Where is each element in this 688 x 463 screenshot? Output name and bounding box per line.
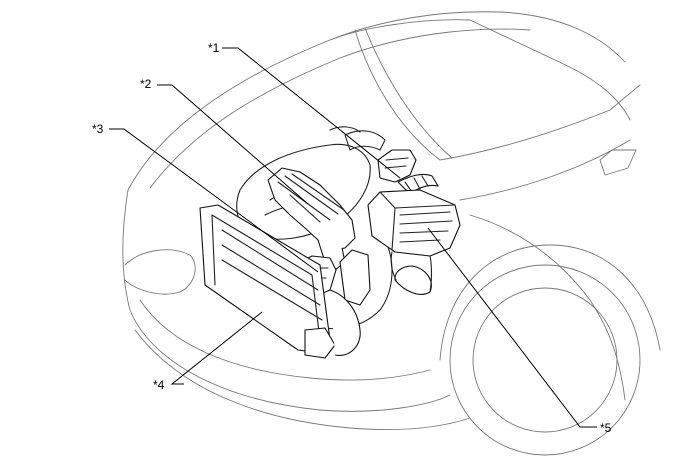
a-pillar-inner (364, 27, 453, 159)
vehicle-body-outline (122, 11, 661, 456)
callout-label-2: *2 (140, 77, 152, 91)
front-bumper (122, 189, 451, 412)
air-cleaner-case-part (367, 189, 461, 295)
radiator-part (199, 204, 361, 359)
air-cleaner-outlet-duct (390, 251, 433, 293)
a-pillar (354, 29, 441, 161)
air-cleaner-case-top (379, 191, 456, 251)
side-mirror (599, 149, 637, 176)
leader-line-3 (109, 128, 319, 273)
leader-line-5 (427, 227, 597, 428)
air-cleaner-outlet (394, 265, 432, 295)
air-flow-meter-detail (384, 157, 409, 169)
leader-line-2 (157, 84, 309, 205)
cooling-fan-shroud (329, 289, 361, 356)
air-cleaner-cap-part (377, 149, 439, 195)
air-cleaner-case-ribs (399, 211, 453, 243)
radiator-fins (221, 229, 323, 321)
support-bracket (339, 249, 371, 306)
fender-side (469, 214, 626, 401)
intake-tube (329, 126, 361, 133)
front-wheel-outer (449, 264, 641, 456)
hood-outline (127, 11, 626, 191)
leader-line-4 (170, 311, 263, 385)
callout-label-3: *3 (92, 122, 104, 136)
leader-line-1 (222, 47, 401, 179)
windshield-outline (329, 19, 631, 121)
bumper-under (134, 329, 471, 430)
wheel-arch (439, 244, 661, 361)
front-wheel-inner (472, 287, 618, 433)
fender-top (439, 84, 641, 161)
cowl-line (459, 139, 631, 201)
fog-lamp-area (124, 249, 196, 295)
callout-label-5: *5 (600, 421, 612, 435)
hood-inner-edge (149, 28, 531, 189)
radiator-frame (211, 214, 321, 341)
radiator-reservoir (304, 327, 336, 359)
leader-lines (109, 47, 597, 428)
intake-duct-top (344, 130, 386, 151)
lower-grille (139, 299, 431, 381)
callout-label-4: *4 (153, 378, 165, 392)
callout-label-1: *1 (208, 41, 220, 55)
